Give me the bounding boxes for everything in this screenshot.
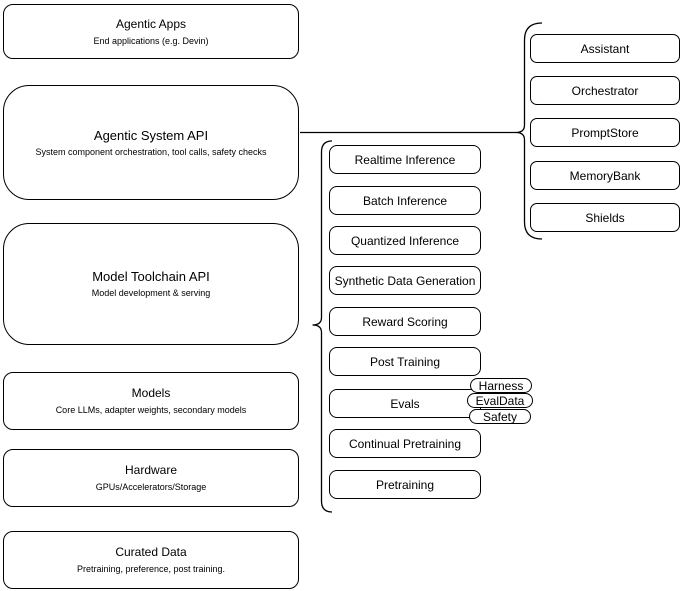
node-continual-pretraining: Continual Pretraining — [329, 429, 481, 458]
node-label: Batch Inference — [362, 193, 448, 208]
node-label: Pretraining — [375, 477, 435, 492]
node-title: Curated Data — [115, 545, 187, 559]
node-label: Realtime Inference — [354, 152, 456, 167]
node-curated-data: Curated Data Pretraining, preference, po… — [3, 531, 299, 589]
node-label: MemoryBank — [569, 168, 641, 183]
badge-label: EvalData — [475, 393, 525, 408]
node-promptstore: PromptStore — [530, 118, 680, 147]
node-subtitle: Model development & serving — [91, 288, 211, 298]
node-model-toolchain-api: Model Toolchain API Model development & … — [3, 223, 299, 345]
node-label: PromptStore — [571, 125, 639, 140]
node-models: Models Core LLMs, adapter weights, secon… — [3, 372, 299, 430]
node-label: Orchestrator — [571, 83, 639, 98]
node-subtitle: Pretraining, preference, post training. — [76, 564, 226, 574]
node-title: Models — [131, 386, 171, 400]
badge-evaldata: EvalData — [467, 393, 533, 408]
node-agentic-system-api: Agentic System API System component orch… — [3, 85, 299, 200]
node-title: Model Toolchain API — [92, 269, 210, 284]
node-subtitle: End applications (e.g. Devin) — [93, 35, 209, 46]
node-hardware: Hardware GPUs/Accelerators/Storage — [3, 449, 299, 507]
node-label: Quantized Inference — [350, 233, 460, 248]
node-memorybank: MemoryBank — [530, 161, 680, 190]
node-orchestrator: Orchestrator — [530, 76, 680, 105]
node-pretraining: Pretraining — [329, 470, 481, 499]
node-label: Continual Pretraining — [348, 436, 462, 451]
node-subtitle: Core LLMs, adapter weights, secondary mo… — [55, 405, 247, 415]
badge-safety: Safety — [469, 409, 531, 424]
badge-harness: Harness — [470, 378, 532, 393]
node-batch-inference: Batch Inference — [329, 186, 481, 215]
node-title: Hardware — [124, 463, 178, 477]
node-subtitle: GPUs/Accelerators/Storage — [95, 482, 207, 492]
node-agentic-apps: Agentic Apps End applications (e.g. Devi… — [3, 4, 299, 59]
node-synthetic-data-generation: Synthetic Data Generation — [329, 266, 481, 295]
node-post-training: Post Training — [329, 347, 481, 376]
node-title: Agentic Apps — [115, 16, 187, 31]
node-quantized-inference: Quantized Inference — [329, 226, 481, 255]
node-realtime-inference: Realtime Inference — [329, 145, 481, 174]
node-label: Post Training — [369, 354, 441, 369]
node-evals: Evals — [329, 389, 481, 418]
node-title: Agentic System API — [93, 127, 209, 143]
node-label: Evals — [390, 396, 420, 411]
badge-label: Safety — [482, 409, 518, 424]
node-shields: Shields — [530, 203, 680, 232]
node-assistant: Assistant — [530, 34, 680, 63]
badge-label: Harness — [478, 378, 524, 393]
node-label: Reward Scoring — [362, 314, 448, 329]
node-subtitle: System component orchestration, tool cal… — [35, 146, 267, 157]
node-label: Assistant — [580, 41, 630, 56]
node-reward-scoring: Reward Scoring — [329, 307, 481, 336]
node-label: Synthetic Data Generation — [334, 273, 476, 288]
node-label: Shields — [585, 210, 625, 225]
